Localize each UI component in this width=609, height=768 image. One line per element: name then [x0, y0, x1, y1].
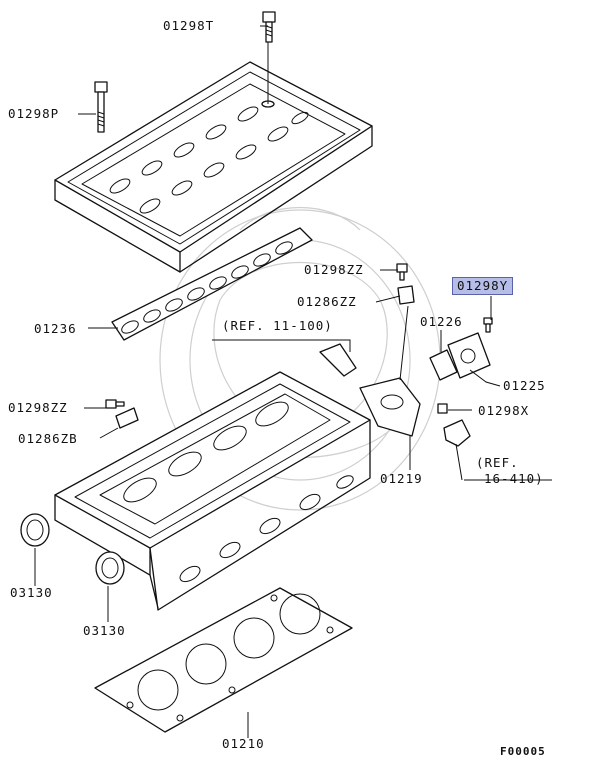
bolt-01298X [437, 403, 448, 414]
label-01298P: 01298P [8, 106, 60, 121]
label-01286ZB: 01286ZB [18, 431, 78, 446]
bracket-01286ZZ [397, 285, 415, 305]
camshaft-seal-right [95, 551, 125, 585]
label-03130-right: 03130 [83, 623, 126, 638]
rocker-cover [54, 61, 373, 273]
bolt-01298ZZ-left [105, 399, 125, 409]
label-01298Y-highlighted[interactable]: 01298Y [452, 277, 514, 295]
label-01298ZZ-top: 01298ZZ [304, 262, 364, 277]
diagram-code: F00005 [500, 745, 546, 758]
label-01225: 01225 [503, 378, 546, 393]
label-ref-16-410-line2: 16-410) [484, 471, 544, 486]
head-gasket [94, 587, 353, 733]
label-01226: 01226 [420, 314, 463, 329]
label-03130-left: 03130 [10, 585, 53, 600]
label-ref-16-410-line1: (REF. [476, 455, 519, 470]
camshaft-seal-left [20, 513, 50, 547]
label-ref-11-100: (REF. 11-100) [222, 318, 333, 333]
label-01210: 01210 [222, 736, 265, 751]
hose-ref-11-100 [319, 343, 357, 377]
label-01298T: 01298T [163, 18, 215, 33]
rocker-cover-ports [109, 106, 309, 214]
label-01298ZZ-left: 01298ZZ [8, 400, 68, 415]
leader-lines [34, 25, 552, 738]
label-01286ZZ: 01286ZZ [297, 294, 357, 309]
label-01298X: 01298X [478, 403, 530, 418]
cylinder-head-ports [179, 475, 354, 583]
bolt-01298ZZ-top [396, 263, 408, 281]
sensor-ref-16-410 [443, 419, 471, 447]
manifold-gasket [111, 227, 313, 341]
bracket-01286ZB [115, 407, 139, 429]
gasket-01226 [429, 349, 458, 381]
cover-01225 [447, 332, 491, 379]
bolt-01298T [262, 11, 276, 43]
bolt-01298Y [483, 317, 493, 333]
label-01219: 01219 [380, 471, 423, 486]
bolt-01298P [94, 81, 108, 133]
cylinder-head-chambers [123, 401, 289, 503]
label-01236: 01236 [34, 321, 77, 336]
cylinder-head [54, 371, 371, 611]
water-outlet-01219 [359, 377, 421, 437]
